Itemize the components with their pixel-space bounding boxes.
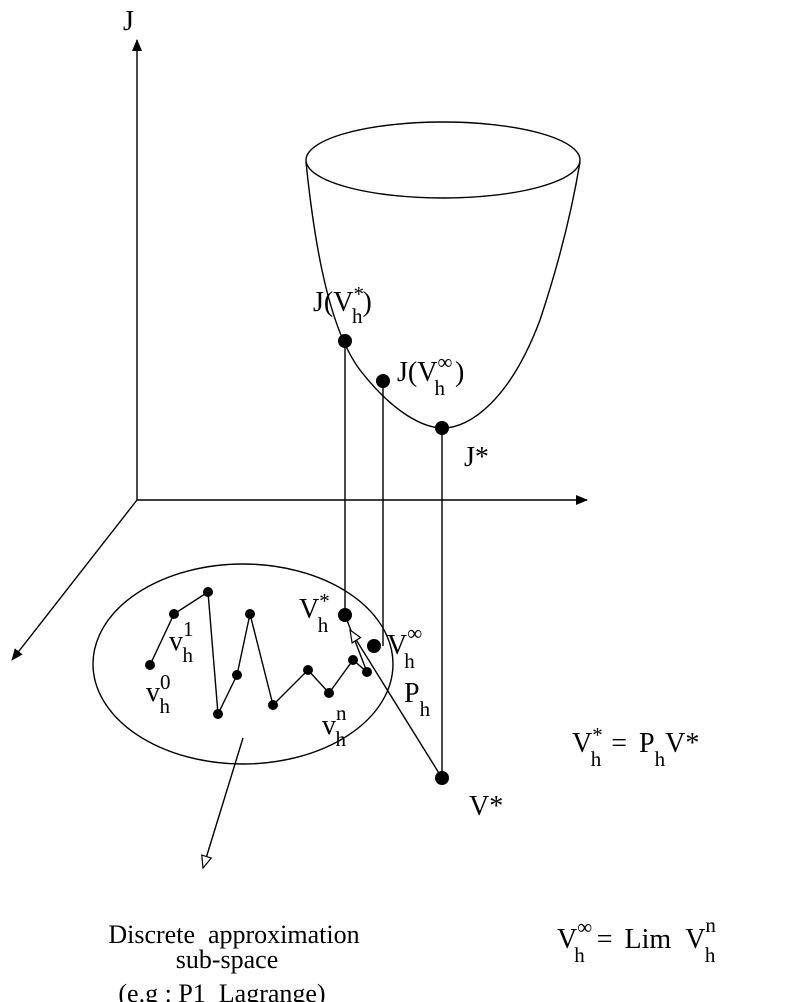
label-p-h: Ph — [404, 678, 431, 721]
label-v-star: V* — [469, 791, 503, 822]
j-axis-label: J — [123, 6, 134, 37]
label-j-vh-star: J(V*h) — [313, 282, 372, 328]
iterate-point — [245, 609, 255, 619]
iterate-point — [324, 688, 334, 698]
iterate-point — [145, 660, 155, 670]
point-j-vh-star — [338, 334, 352, 348]
projection-arrow — [350, 630, 443, 779]
point-vh-inf — [367, 639, 381, 653]
depth-axis — [11, 499, 138, 661]
point-j-vh-inf — [376, 374, 390, 388]
caption-line-2: sub-space — [176, 945, 279, 974]
caption-line-3: (e.g : P1 Lagrange) — [118, 979, 325, 1002]
caption-arrow — [203, 737, 244, 868]
bowl-rim — [305, 121, 581, 199]
iterate-point — [268, 700, 278, 710]
label-j-star: J* — [464, 442, 489, 473]
iterate-point — [303, 665, 313, 675]
equation-projection: V*h=PhV* — [572, 723, 699, 771]
caption-line-1: Discrete approximation — [108, 920, 359, 949]
iterate-points — [145, 587, 372, 719]
label-j-vh-inf: J(V∞h) — [397, 350, 464, 400]
iterate-point — [169, 609, 179, 619]
iterate-point — [232, 670, 242, 680]
iterate-point — [213, 709, 223, 719]
iterate-point — [362, 667, 372, 677]
iterate-point — [203, 587, 213, 597]
subspace-ellipse — [92, 563, 394, 765]
point-j-star — [435, 421, 449, 435]
iterate-point — [348, 655, 358, 665]
label-vh-inf: V∞h — [387, 621, 422, 673]
point-vh-star — [338, 608, 352, 622]
label-vh-star: V*h — [299, 589, 330, 637]
